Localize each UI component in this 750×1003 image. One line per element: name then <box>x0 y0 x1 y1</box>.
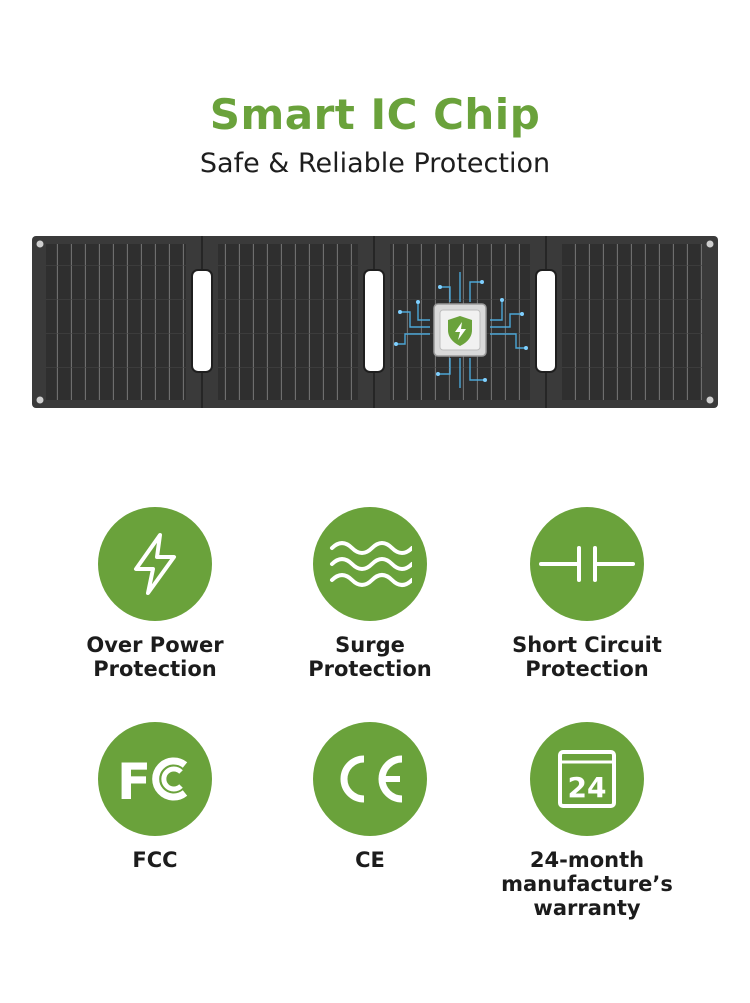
page-subtitle: Safe & Reliable Protection <box>199 148 551 179</box>
feature-circle <box>313 722 427 836</box>
feature-warranty: 24 24-month manufacture’s warranty <box>477 722 697 920</box>
waves-icon <box>330 541 412 587</box>
lightning-bolt-icon <box>134 533 176 595</box>
feature-surge: Surge Protection <box>260 507 480 681</box>
capacitor-icon <box>539 546 635 582</box>
calendar-24-icon: 24 <box>558 750 616 808</box>
fcc-logo-icon: F <box>117 753 188 809</box>
feature-circle <box>98 507 212 621</box>
feature-label: CE <box>355 848 385 872</box>
feature-ce: CE <box>260 722 480 872</box>
solar-panel-icon <box>32 236 718 408</box>
page-title: Smart IC Chip <box>209 90 541 139</box>
svg-text:F: F <box>117 753 151 809</box>
feature-label: 24-month manufacture’s warranty <box>501 848 673 920</box>
feature-label: Short Circuit Protection <box>512 633 662 681</box>
feature-circle: 24 <box>530 722 644 836</box>
feature-short-circuit: Short Circuit Protection <box>477 507 697 681</box>
feature-fcc: F FCC <box>45 722 265 872</box>
feature-over-power: Over Power Protection <box>45 507 265 681</box>
feature-label: FCC <box>132 848 178 872</box>
feature-circle <box>313 507 427 621</box>
warranty-badge-number: 24 <box>568 771 607 804</box>
solar-panel-image <box>30 232 720 412</box>
feature-circle: F <box>98 722 212 836</box>
feature-label: Over Power Protection <box>86 633 224 681</box>
feature-circle <box>530 507 644 621</box>
feature-label: Surge Protection <box>308 633 432 681</box>
ce-logo-icon <box>340 755 403 803</box>
